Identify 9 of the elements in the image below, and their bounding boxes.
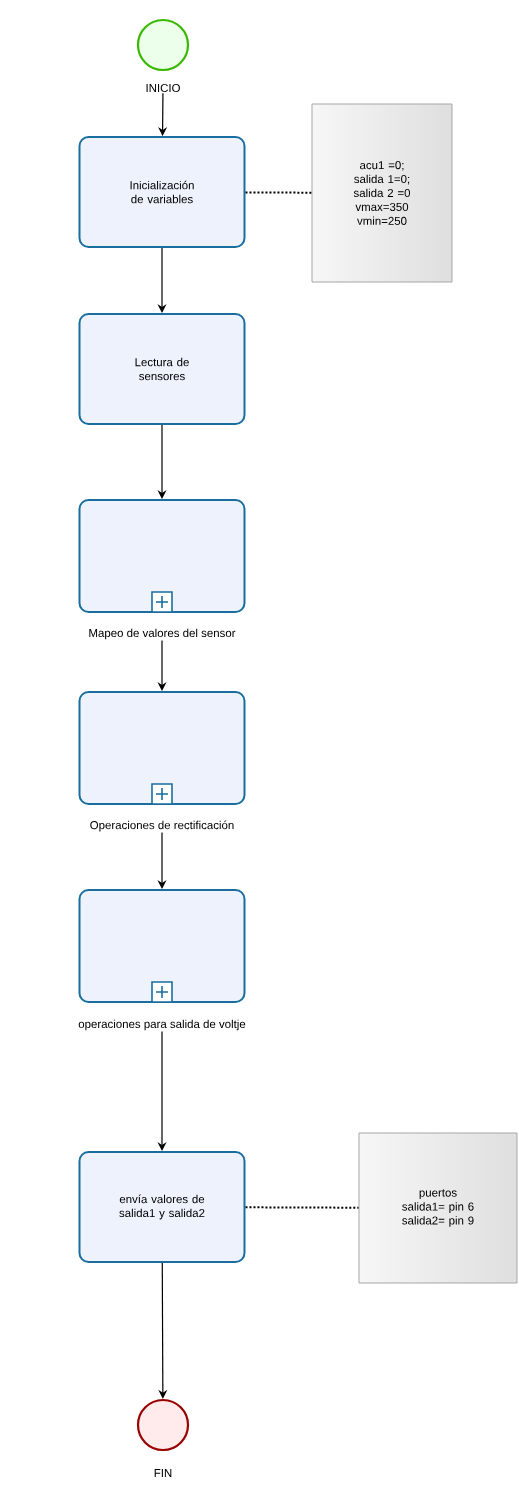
connector-line	[244, 1206, 360, 1209]
task-box: envía valores de salida1 y salida2	[78, 1151, 246, 1263]
annotation-box: acu1 =0; salida 1=0; salida 2 =0 vmax=350 vmin=250	[311, 103, 453, 283]
annotation-box: puertos salida1= pin 6 salida2= pin 9	[358, 1132, 518, 1284]
event-label: INICIO	[144, 82, 182, 94]
task-box: Inicialización de variables	[78, 136, 246, 248]
event-label: FIN	[152, 1468, 174, 1478]
task-box: Lectura de sensores	[78, 313, 246, 425]
connector-line	[244, 191, 313, 194]
